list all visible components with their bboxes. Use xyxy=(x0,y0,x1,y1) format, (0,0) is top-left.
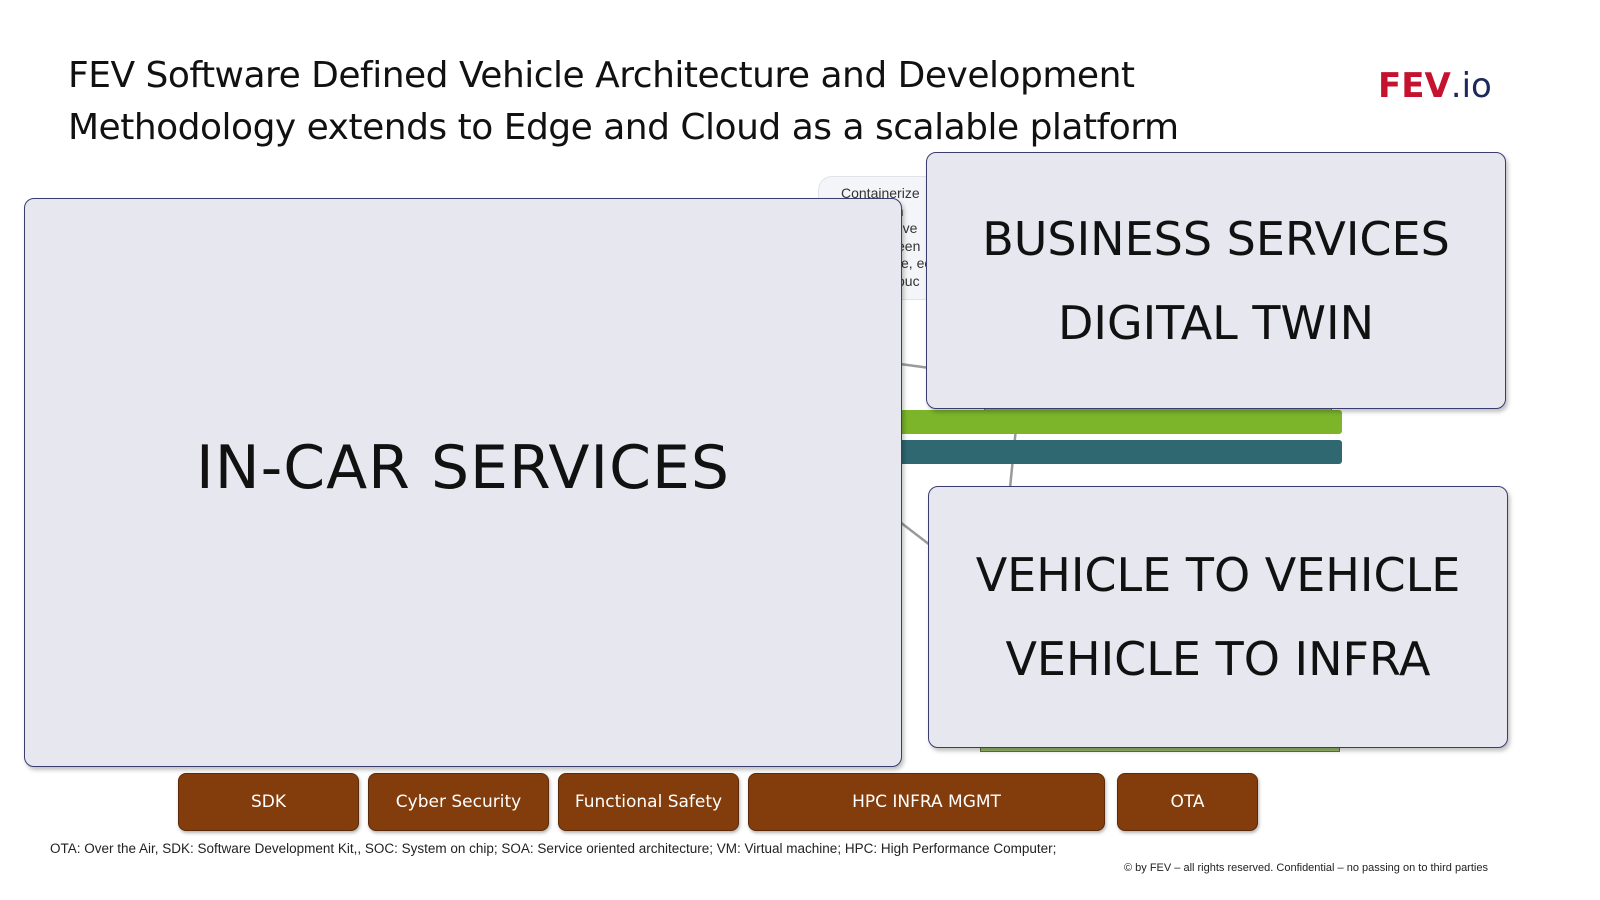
page-title: FEV Software Defined Vehicle Architectur… xyxy=(68,50,1308,154)
copyright-notice: © by FEV – all rights reserved. Confiden… xyxy=(1124,862,1488,874)
vehicle-to-infra-label: VEHICLE TO INFRA xyxy=(1005,632,1431,686)
functional-safety-pill: Functional Safety xyxy=(558,773,739,831)
ota-pill: OTA xyxy=(1117,773,1258,831)
in-car-services-label: IN-CAR SERVICES xyxy=(196,432,730,503)
callout-line: ouc xyxy=(897,272,920,289)
business-services-label: BUSINESS SERVICES xyxy=(982,211,1450,266)
callout-line: Containerize xyxy=(841,185,920,201)
abbreviations-footnote: OTA: Over the Air, SDK: Software Develop… xyxy=(50,841,1057,856)
logo-tld-text: .io xyxy=(1450,66,1492,106)
vehicle-to-vehicle-label: VEHICLE TO VEHICLE xyxy=(975,548,1461,602)
callout-line: een xyxy=(897,237,921,254)
sdk-pill: SDK xyxy=(178,773,359,831)
hpc-infra-mgmt-pill: HPC INFRA MGMT xyxy=(748,773,1105,831)
logo-main-text: FEV xyxy=(1378,66,1451,106)
business-services-panel: BUSINESS SERVICES DIGITAL TWIN xyxy=(926,152,1506,409)
teal-layer-bar xyxy=(900,440,1342,464)
fev-io-logo: FEV.io xyxy=(1378,66,1492,106)
title-line-1: FEV Software Defined Vehicle Architectur… xyxy=(68,55,1135,96)
green-layer-bar xyxy=(900,410,1342,434)
title-line-2: Methodology extends to Edge and Cloud as… xyxy=(68,107,1179,148)
digital-twin-label: DIGITAL TWIN xyxy=(1057,295,1374,350)
v2x-panel: VEHICLE TO VEHICLE VEHICLE TO INFRA xyxy=(928,486,1508,748)
in-car-services-panel: IN-CAR SERVICES xyxy=(24,198,902,767)
callout-line: e, ec xyxy=(901,255,932,271)
cyber-security-pill: Cyber Security xyxy=(368,773,549,831)
